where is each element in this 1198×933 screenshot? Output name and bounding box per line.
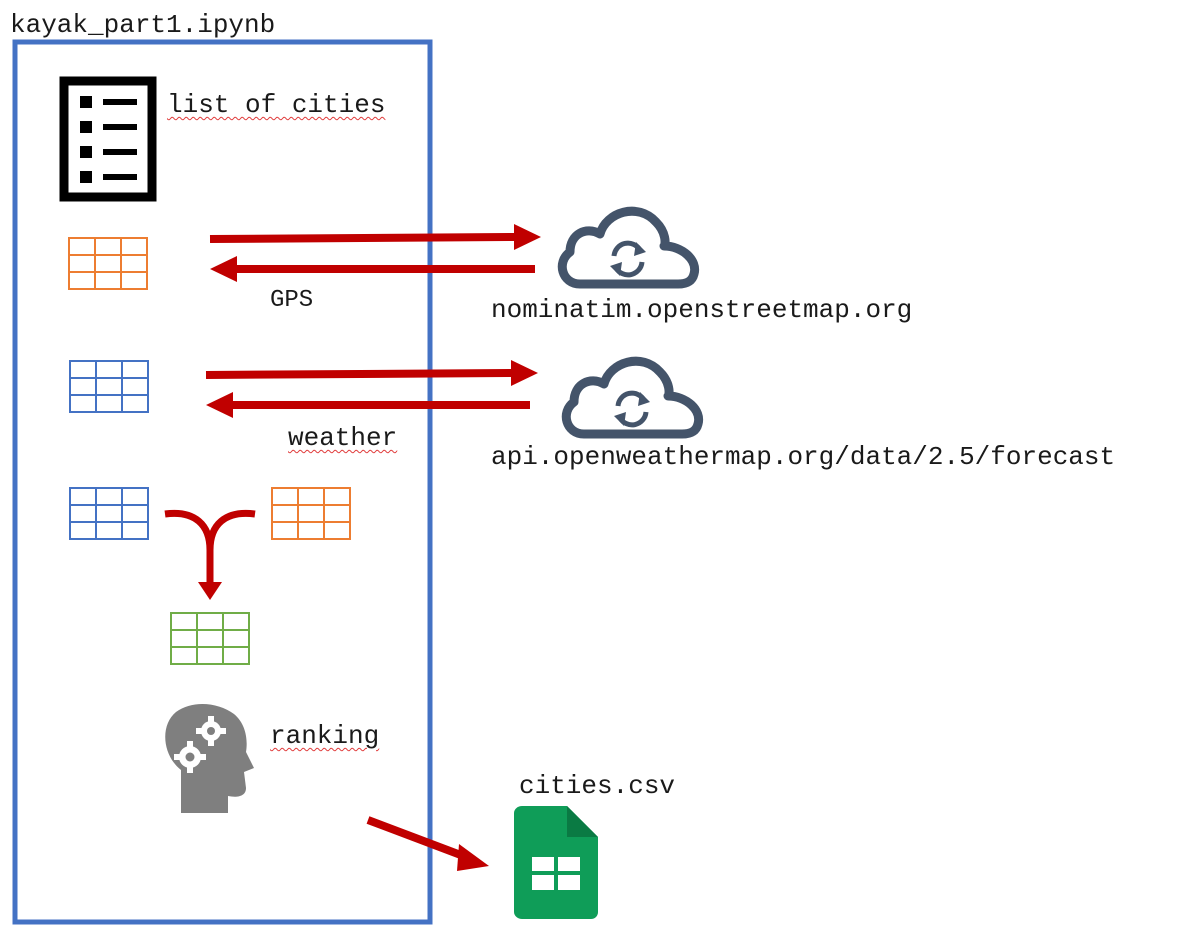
cloud-sync-icon [557,206,700,289]
cities-list-label: list of cities [167,90,386,120]
export-arrow [366,816,489,871]
head-gears-icon [165,703,254,813]
ranking-label: ranking [270,721,380,751]
geocoding-response-arrow [210,256,535,282]
weather-table-icon [69,360,149,413]
weather-request-arrow [205,360,538,386]
weather-service-label: api.openweathermap.org/data/2.5/forecast [491,442,1116,472]
gear-icon [196,716,226,746]
list-icon [59,76,157,202]
cloud-sync-icon [561,356,704,439]
gear-icon [174,741,206,773]
output-file-label: cities.csv [519,771,676,801]
merge-input-gps-table-icon [271,487,351,540]
notebook-title: kayak_part1.ipynb [10,10,276,40]
notebook-frame [12,39,433,925]
geocoding-request-arrow [209,224,541,250]
merge-input-weather-table-icon [69,487,149,540]
merged-table-icon [170,612,250,665]
weather-response-arrow [206,392,530,418]
merge-arrow [164,509,256,600]
spreadsheet-file-icon [514,806,598,919]
geocoding-service-label: nominatim.openstreetmap.org [491,295,913,325]
weather-label: weather [288,423,398,453]
gps-label: GPS [270,287,314,314]
gps-table-icon [68,237,148,290]
